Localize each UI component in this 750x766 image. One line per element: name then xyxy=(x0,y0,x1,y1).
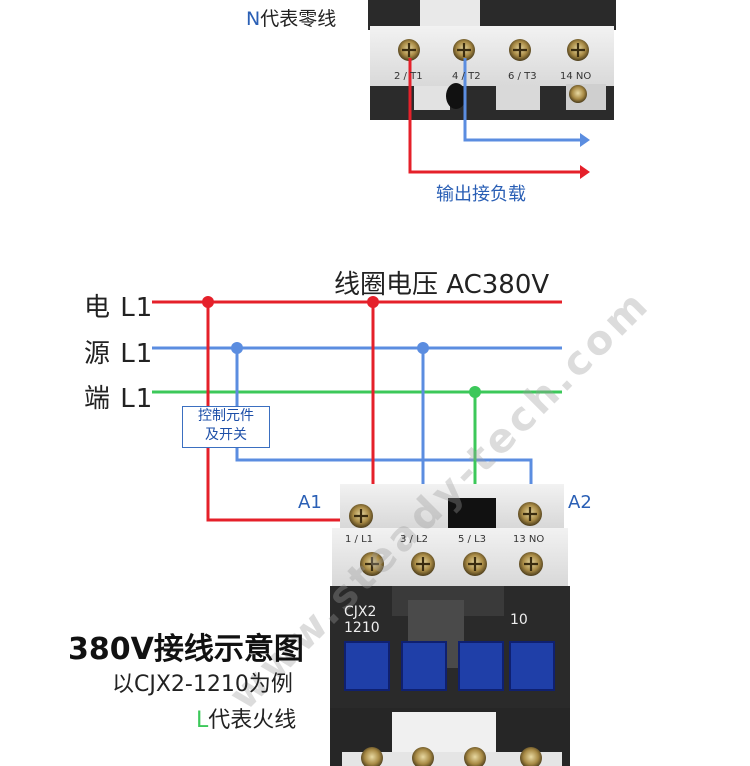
arrow-head-red xyxy=(580,165,590,179)
a1-label: A1 xyxy=(298,492,322,513)
output-load-label: 输出接负载 xyxy=(436,184,526,205)
legend-l: L代表火线 xyxy=(196,702,296,734)
a2-label: A2 xyxy=(568,492,592,513)
legend-n-letter: N xyxy=(246,8,261,30)
coil-wire-a1 xyxy=(206,302,372,522)
legend-n: N代表零线 xyxy=(246,4,336,31)
top-terminal-label: 2 / T1 xyxy=(394,71,423,82)
line-label-2: 源 L1 xyxy=(84,339,154,369)
model-label: CJX2 1210 xyxy=(344,604,380,636)
arrow-head-blue xyxy=(580,133,590,147)
contact-button xyxy=(344,641,390,691)
terminal-label: 13 NO xyxy=(513,534,545,545)
model-line-1: CJX2 xyxy=(344,604,377,620)
main-contactor xyxy=(330,484,570,766)
top-output-wire-red xyxy=(408,58,586,174)
contact-button xyxy=(401,641,447,691)
contact-button xyxy=(509,641,555,691)
model-line-2: 1210 xyxy=(344,620,380,636)
top-screws xyxy=(398,39,589,103)
line-label-3: 端 L1 xyxy=(84,384,154,414)
contact-button xyxy=(458,641,504,691)
top-contactor xyxy=(368,0,616,120)
top-terminal-label: 4 / T2 xyxy=(452,71,481,82)
control-element-line-1: 控制元件 xyxy=(198,408,254,424)
top-terminal-label: 14 NO xyxy=(560,71,592,82)
legend-l-text: 代表火线 xyxy=(208,708,297,733)
top-output-wire-blue xyxy=(463,58,586,142)
legend-l-letter: L xyxy=(196,708,209,733)
coil-voltage-label: 线圈电压 AC380V xyxy=(334,270,550,300)
terminal-label: 1 / L1 xyxy=(345,534,374,545)
aux-label: 10 xyxy=(510,612,528,628)
terminal-label: 5 / L3 xyxy=(458,534,487,545)
legend-n-text: 代表零线 xyxy=(260,8,337,30)
control-element-line-2: 及开关 xyxy=(205,427,247,443)
diagram-title: 380V接线示意图 xyxy=(68,632,304,667)
top-terminal-label: 6 / T3 xyxy=(508,71,537,82)
terminal-label: 3 / L2 xyxy=(400,534,429,545)
line-label-1: 电 L1 xyxy=(84,293,154,323)
control-element-box: 控制元件 及开关 xyxy=(182,406,270,448)
example-label: 以CJX2-1210为例 xyxy=(112,672,293,697)
